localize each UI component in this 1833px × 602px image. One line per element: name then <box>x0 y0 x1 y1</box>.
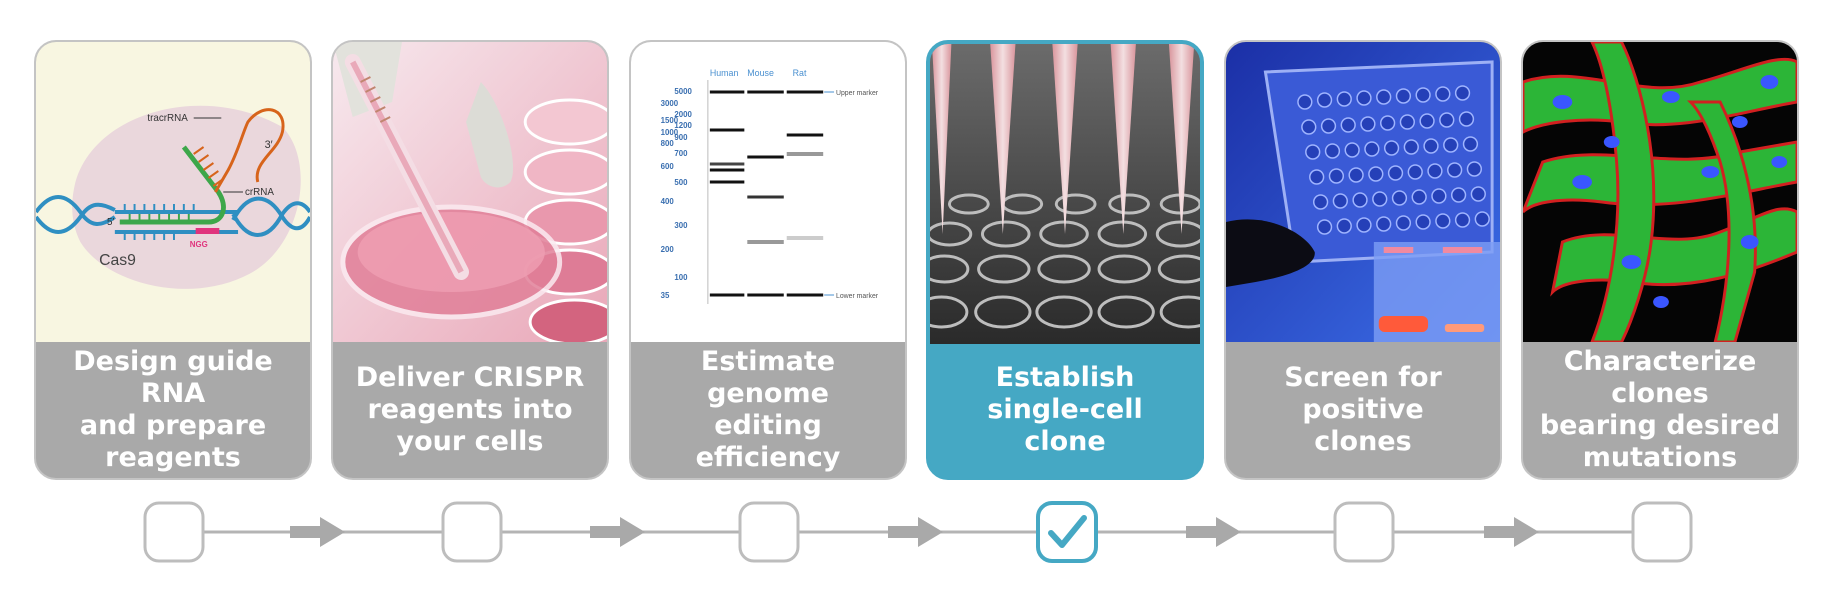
arrow-icon <box>590 517 645 547</box>
ladder-300: 300 <box>674 221 688 230</box>
upper-marker-label: Upper marker <box>836 90 879 97</box>
cas9-label: Cas9 <box>99 252 136 269</box>
step-label-design: Design guide RNA and prepare reagents <box>73 346 273 473</box>
fluorescent-cells-image <box>1523 42 1797 342</box>
step-card-screen[interactable]: Screen for positive clones <box>1224 40 1502 480</box>
ngg-label: NGG <box>190 240 208 249</box>
checkbox-deliver[interactable] <box>441 501 503 563</box>
five-prime-label: 5′ <box>107 217 114 228</box>
step-label-establish: Establish single-cell clone <box>987 362 1143 457</box>
checkbox-design[interactable] <box>143 501 205 563</box>
ladder-900: 900 <box>674 133 688 142</box>
step-card-characterize[interactable]: Characterize clones bearing desired muta… <box>1521 40 1799 480</box>
step-card-estimate[interactable]: Human Mouse Rat 5000 3000 2000 1500 1200… <box>629 40 907 480</box>
step-label-estimate: Estimate genome editing efficiency <box>695 346 841 473</box>
tracrrna-label: tracrRNA <box>147 113 188 124</box>
checkbox-characterize[interactable] <box>1631 501 1693 563</box>
step-card-establish[interactable]: Establish single-cell clone <box>926 40 1204 480</box>
ladder-1200: 1200 <box>674 121 692 130</box>
lower-marker-label: Lower marker <box>836 293 879 300</box>
ladder-2000: 2000 <box>674 110 692 119</box>
step-label-deliver: Deliver CRISPR reagents into your cells <box>355 362 585 457</box>
three-prime-label: 3′ <box>265 139 273 151</box>
pipette-petri-dish-image <box>333 42 607 342</box>
ladder-100: 100 <box>674 273 688 282</box>
ladder-500: 500 <box>674 178 688 187</box>
ladder-1500: 1500 <box>661 116 679 125</box>
step-label-screen: Screen for positive clones <box>1284 362 1442 457</box>
lane-human: Human <box>710 68 739 78</box>
step-label-characterize: Characterize clones bearing desired muta… <box>1539 346 1781 473</box>
ladder-400: 400 <box>661 197 675 206</box>
arrow-icon <box>888 517 943 547</box>
step-card-design[interactable]: tracrRNA 3′ crRNA 5′ NGG Cas9 Design gui… <box>34 40 312 480</box>
crrna-label: crRNA <box>245 187 274 198</box>
blue-well-plate-image <box>1226 42 1500 342</box>
ladder-5000: 5000 <box>674 87 692 96</box>
ladder-200: 200 <box>661 245 675 254</box>
checkbox-estimate[interactable] <box>738 501 800 563</box>
checkbox-screen[interactable] <box>1333 501 1395 563</box>
gel-electrophoresis-image: Human Mouse Rat 5000 3000 2000 1500 1200… <box>631 42 905 342</box>
lane-mouse: Mouse <box>747 68 774 78</box>
ladder-35: 35 <box>661 291 670 300</box>
ladder-1000: 1000 <box>661 128 679 137</box>
ladder-3000: 3000 <box>661 99 679 108</box>
checkmark-icon <box>1048 515 1087 548</box>
arrow-icon <box>1186 517 1241 547</box>
ladder-600: 600 <box>661 162 675 171</box>
step-card-deliver[interactable]: Deliver CRISPR reagents into your cells <box>331 40 609 480</box>
cas9-grna-diagram-image: tracrRNA 3′ crRNA 5′ NGG Cas9 <box>36 42 310 342</box>
multichannel-pipette-image <box>930 44 1200 344</box>
arrow-icon <box>1484 517 1539 547</box>
arrow-icon <box>290 517 345 547</box>
lane-rat: Rat <box>793 68 807 78</box>
ladder-800: 800 <box>661 139 675 148</box>
ladder-700: 700 <box>674 149 688 158</box>
checkbox-establish[interactable] <box>1036 501 1098 563</box>
